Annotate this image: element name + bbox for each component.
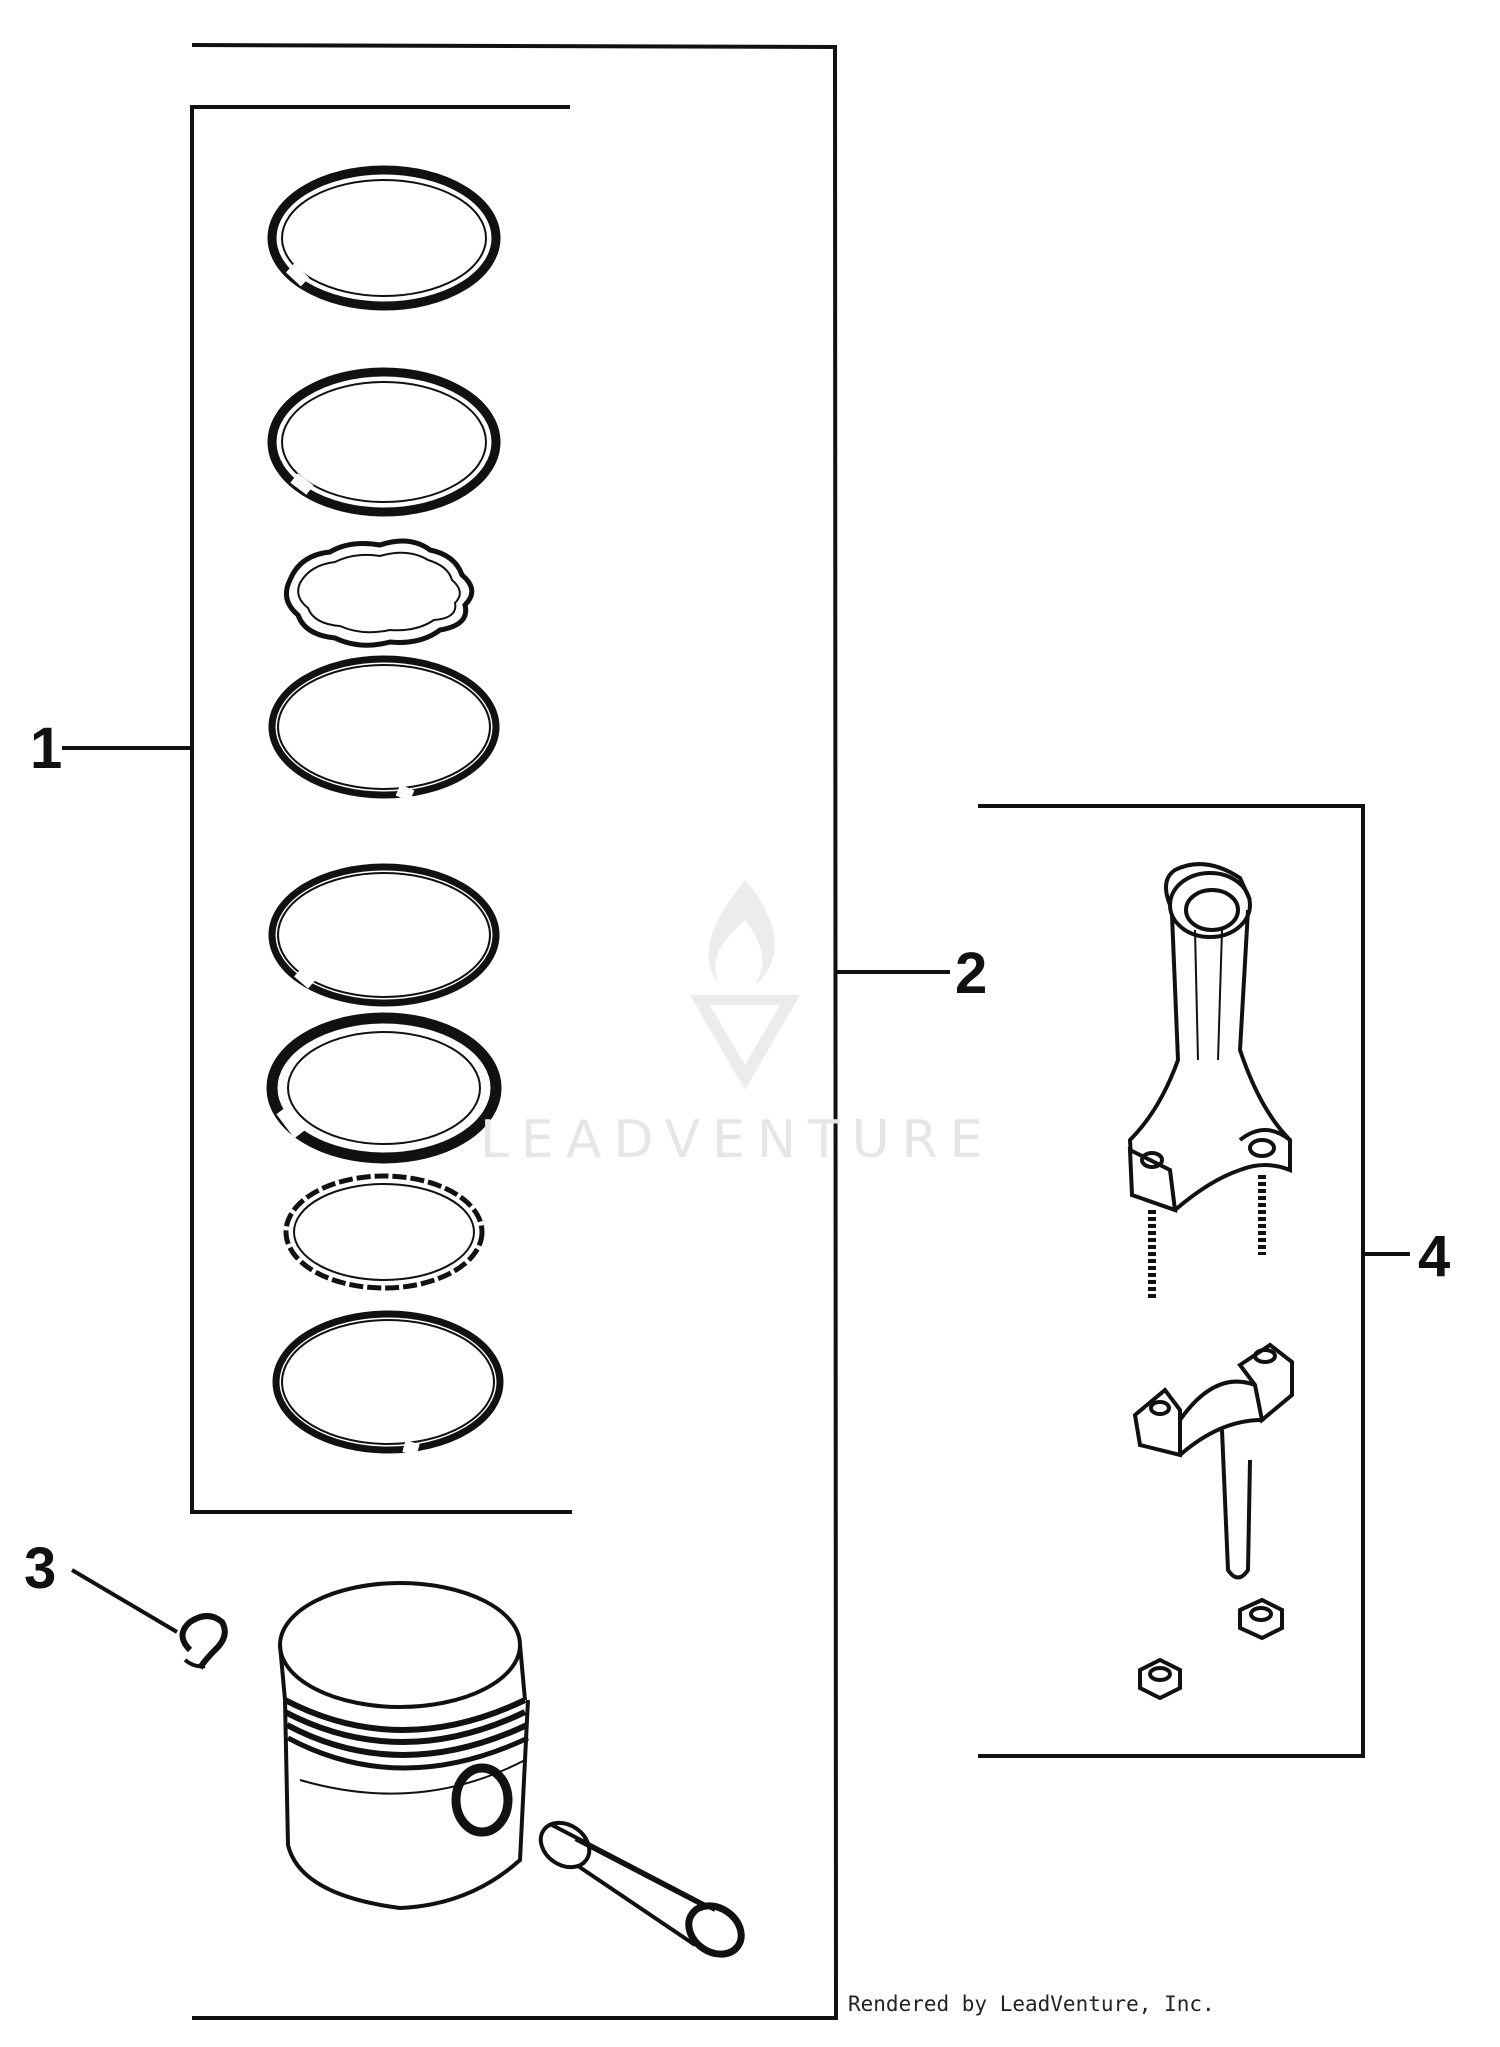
callout-3: 3 — [24, 1536, 57, 1601]
group-4-bracket — [978, 804, 1410, 1758]
ring-3-expander — [283, 538, 475, 648]
watermark-text: LEADVENTURE — [480, 1110, 995, 1170]
piston — [278, 1581, 530, 1911]
piston-ring-set — [266, 165, 504, 1456]
callout-4: 4 — [1418, 1224, 1451, 1289]
leader-line-3 — [70, 1568, 179, 1634]
callout-2: 2 — [955, 941, 988, 1006]
leadventure-logo-watermark — [690, 880, 800, 1090]
connecting-rod — [1127, 862, 1292, 1300]
ring-8 — [272, 1310, 504, 1456]
piston-pin — [538, 1820, 745, 1958]
piston-pin-retainer-clip — [179, 1613, 228, 1670]
callout-1: 1 — [30, 716, 63, 781]
ring-2 — [267, 367, 501, 517]
ring-1 — [267, 165, 501, 311]
group-2-bracket — [191, 43, 950, 2020]
ring-5 — [268, 863, 500, 1007]
connecting-rod-cap — [1132, 1342, 1294, 1580]
render-credit: Rendered by LeadVenture, Inc. — [848, 1992, 1215, 2016]
ring-6 — [266, 1012, 502, 1164]
ring-4 — [268, 655, 500, 802]
group-1-bracket — [62, 105, 572, 1514]
rod-nuts — [1138, 1597, 1284, 1701]
ring-7-expander — [283, 1173, 485, 1291]
